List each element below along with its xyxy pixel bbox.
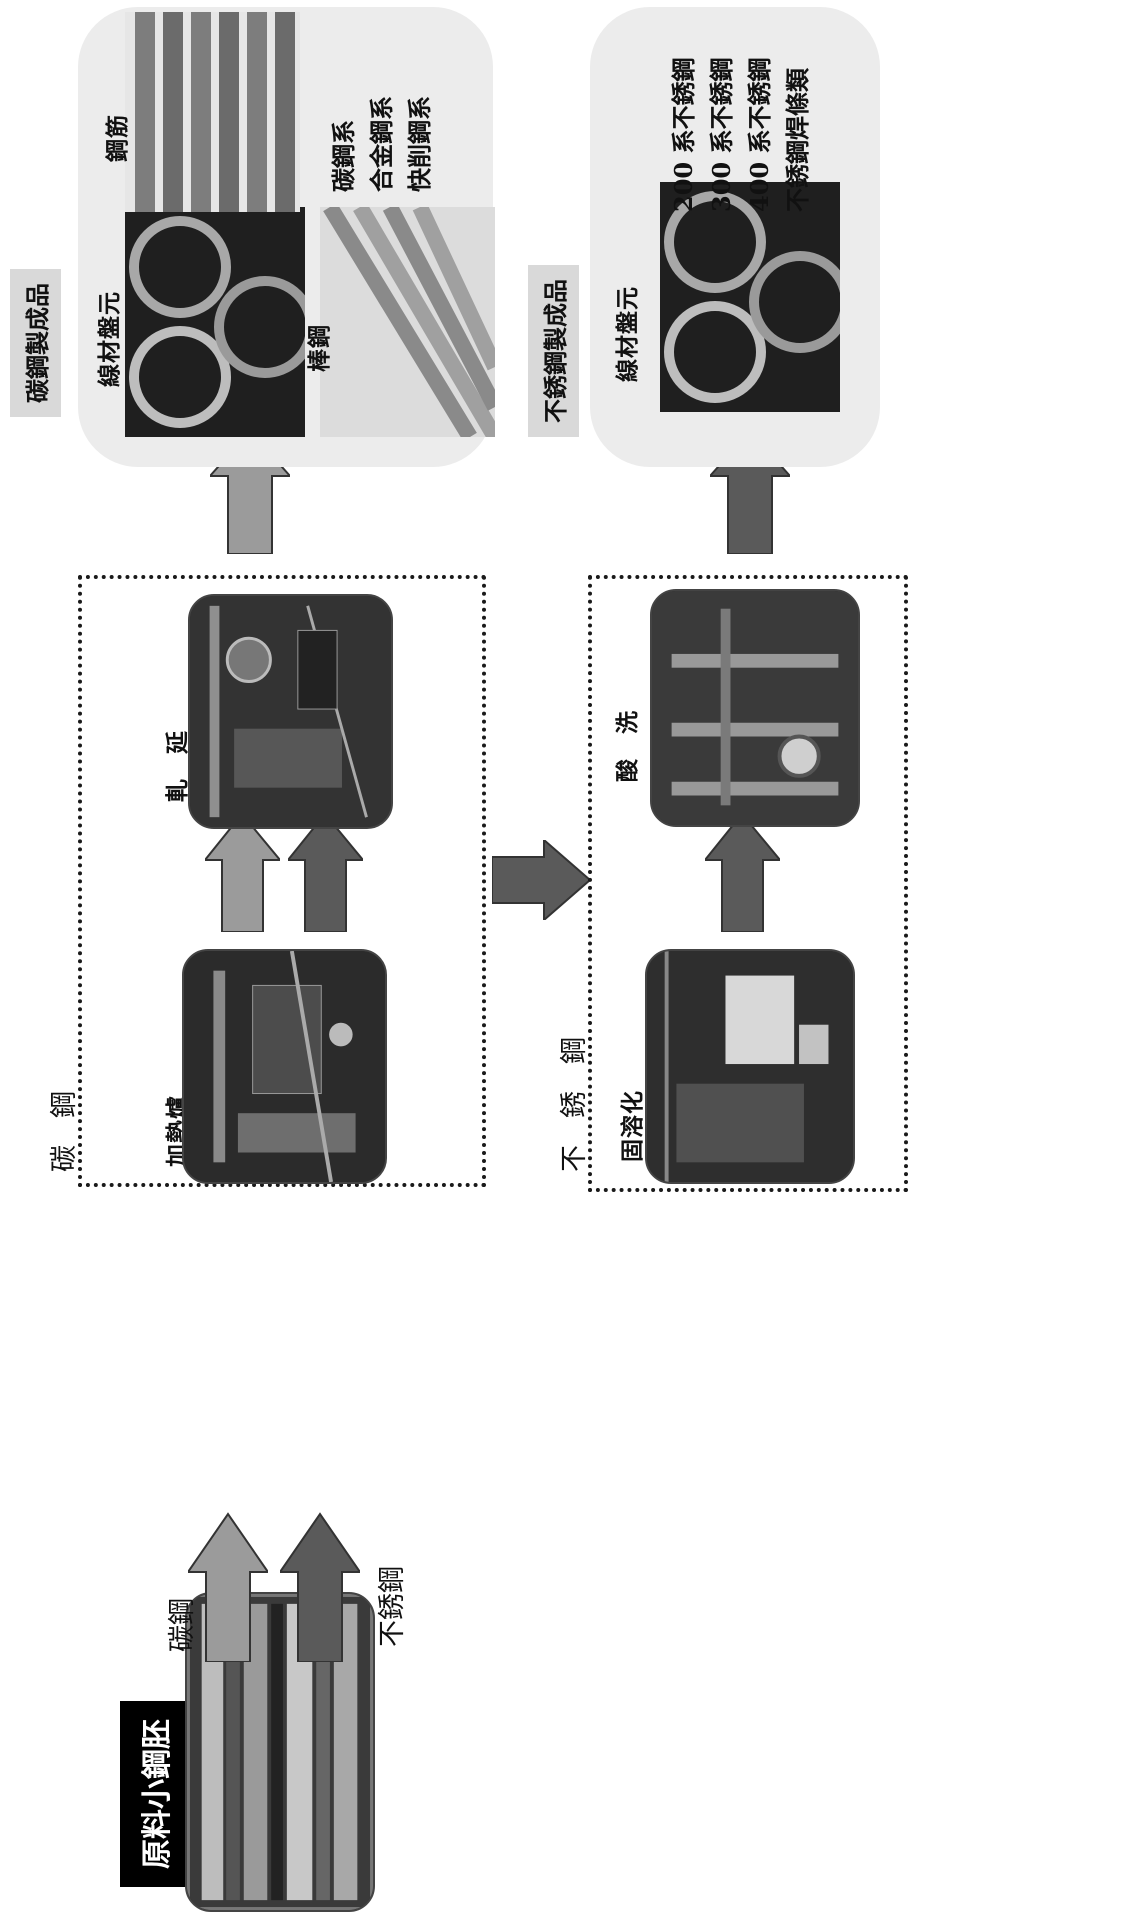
steel-billets-photo (185, 1592, 375, 1912)
carbon-wire-rod-label: 線材盤元 (96, 291, 123, 387)
carbon-grade-item: 合金鋼系 (367, 96, 396, 192)
stainless-grade-item: 400 系不銹鋼 (745, 57, 774, 212)
wire-rod-coil-photo (660, 182, 840, 412)
carbon-to-stainless-arrow (492, 840, 592, 920)
rebar-label: 鋼筋 (104, 114, 131, 162)
steel-bar-label: 棒鋼 (306, 324, 333, 372)
stainless-wire-rod-label: 線材盤元 (614, 286, 641, 382)
rolling-label: 軋 延 (164, 730, 191, 802)
stainless-grade-list: 200 系不銹鋼 300 系不銹鋼 400 系不銹鋼 不銹鋼焊條類 (665, 58, 817, 212)
stainless-input-arrow (280, 1512, 360, 1662)
carbon-process-title: 碳 鋼 (49, 1091, 80, 1172)
pickling-label: 酸 洗 (614, 710, 641, 782)
furnace-to-rolling-arrow-stainless (288, 812, 363, 932)
furnace-to-rolling-arrow-carbon (205, 812, 280, 932)
stainless-grade-item: 不銹鋼焊條類 (783, 68, 812, 212)
carbon-input-arrow (188, 1512, 268, 1662)
rolling-mill-photo (188, 594, 393, 829)
stainless-products-heading: 不銹鋼製成品 (528, 265, 579, 437)
raw-material-label: 原料小鋼胚 (120, 1701, 188, 1887)
stainless-process-title: 不 銹 鋼 (559, 1037, 590, 1172)
pickling-photo (650, 589, 860, 827)
solution-treatment-photo (645, 949, 855, 1184)
stainless-grade-item: 300 系不銹鋼 (707, 57, 736, 212)
solution-to-pickling-arrow (705, 812, 780, 932)
rebar-photo (125, 12, 300, 212)
carbon-grade-list: 碳鋼系 合金鋼系 快削鋼系 (325, 96, 439, 192)
steel-bar-photo (320, 207, 495, 437)
solution-treatment-label: 固溶化 (619, 1090, 646, 1162)
carbon-grade-item: 快削鋼系 (405, 96, 434, 192)
wire-rod-coil-photo (125, 207, 305, 437)
carbon-products-heading: 碳鋼製成品 (10, 269, 61, 417)
carbon-grade-item: 碳鋼系 (329, 120, 358, 192)
stainless-grade-item: 200 系不銹鋼 (669, 57, 698, 212)
stainless-input-label: 不銹鋼 (377, 1566, 408, 1647)
carbon-input-label: 碳鋼 (167, 1598, 198, 1652)
furnace-photo (182, 949, 387, 1184)
